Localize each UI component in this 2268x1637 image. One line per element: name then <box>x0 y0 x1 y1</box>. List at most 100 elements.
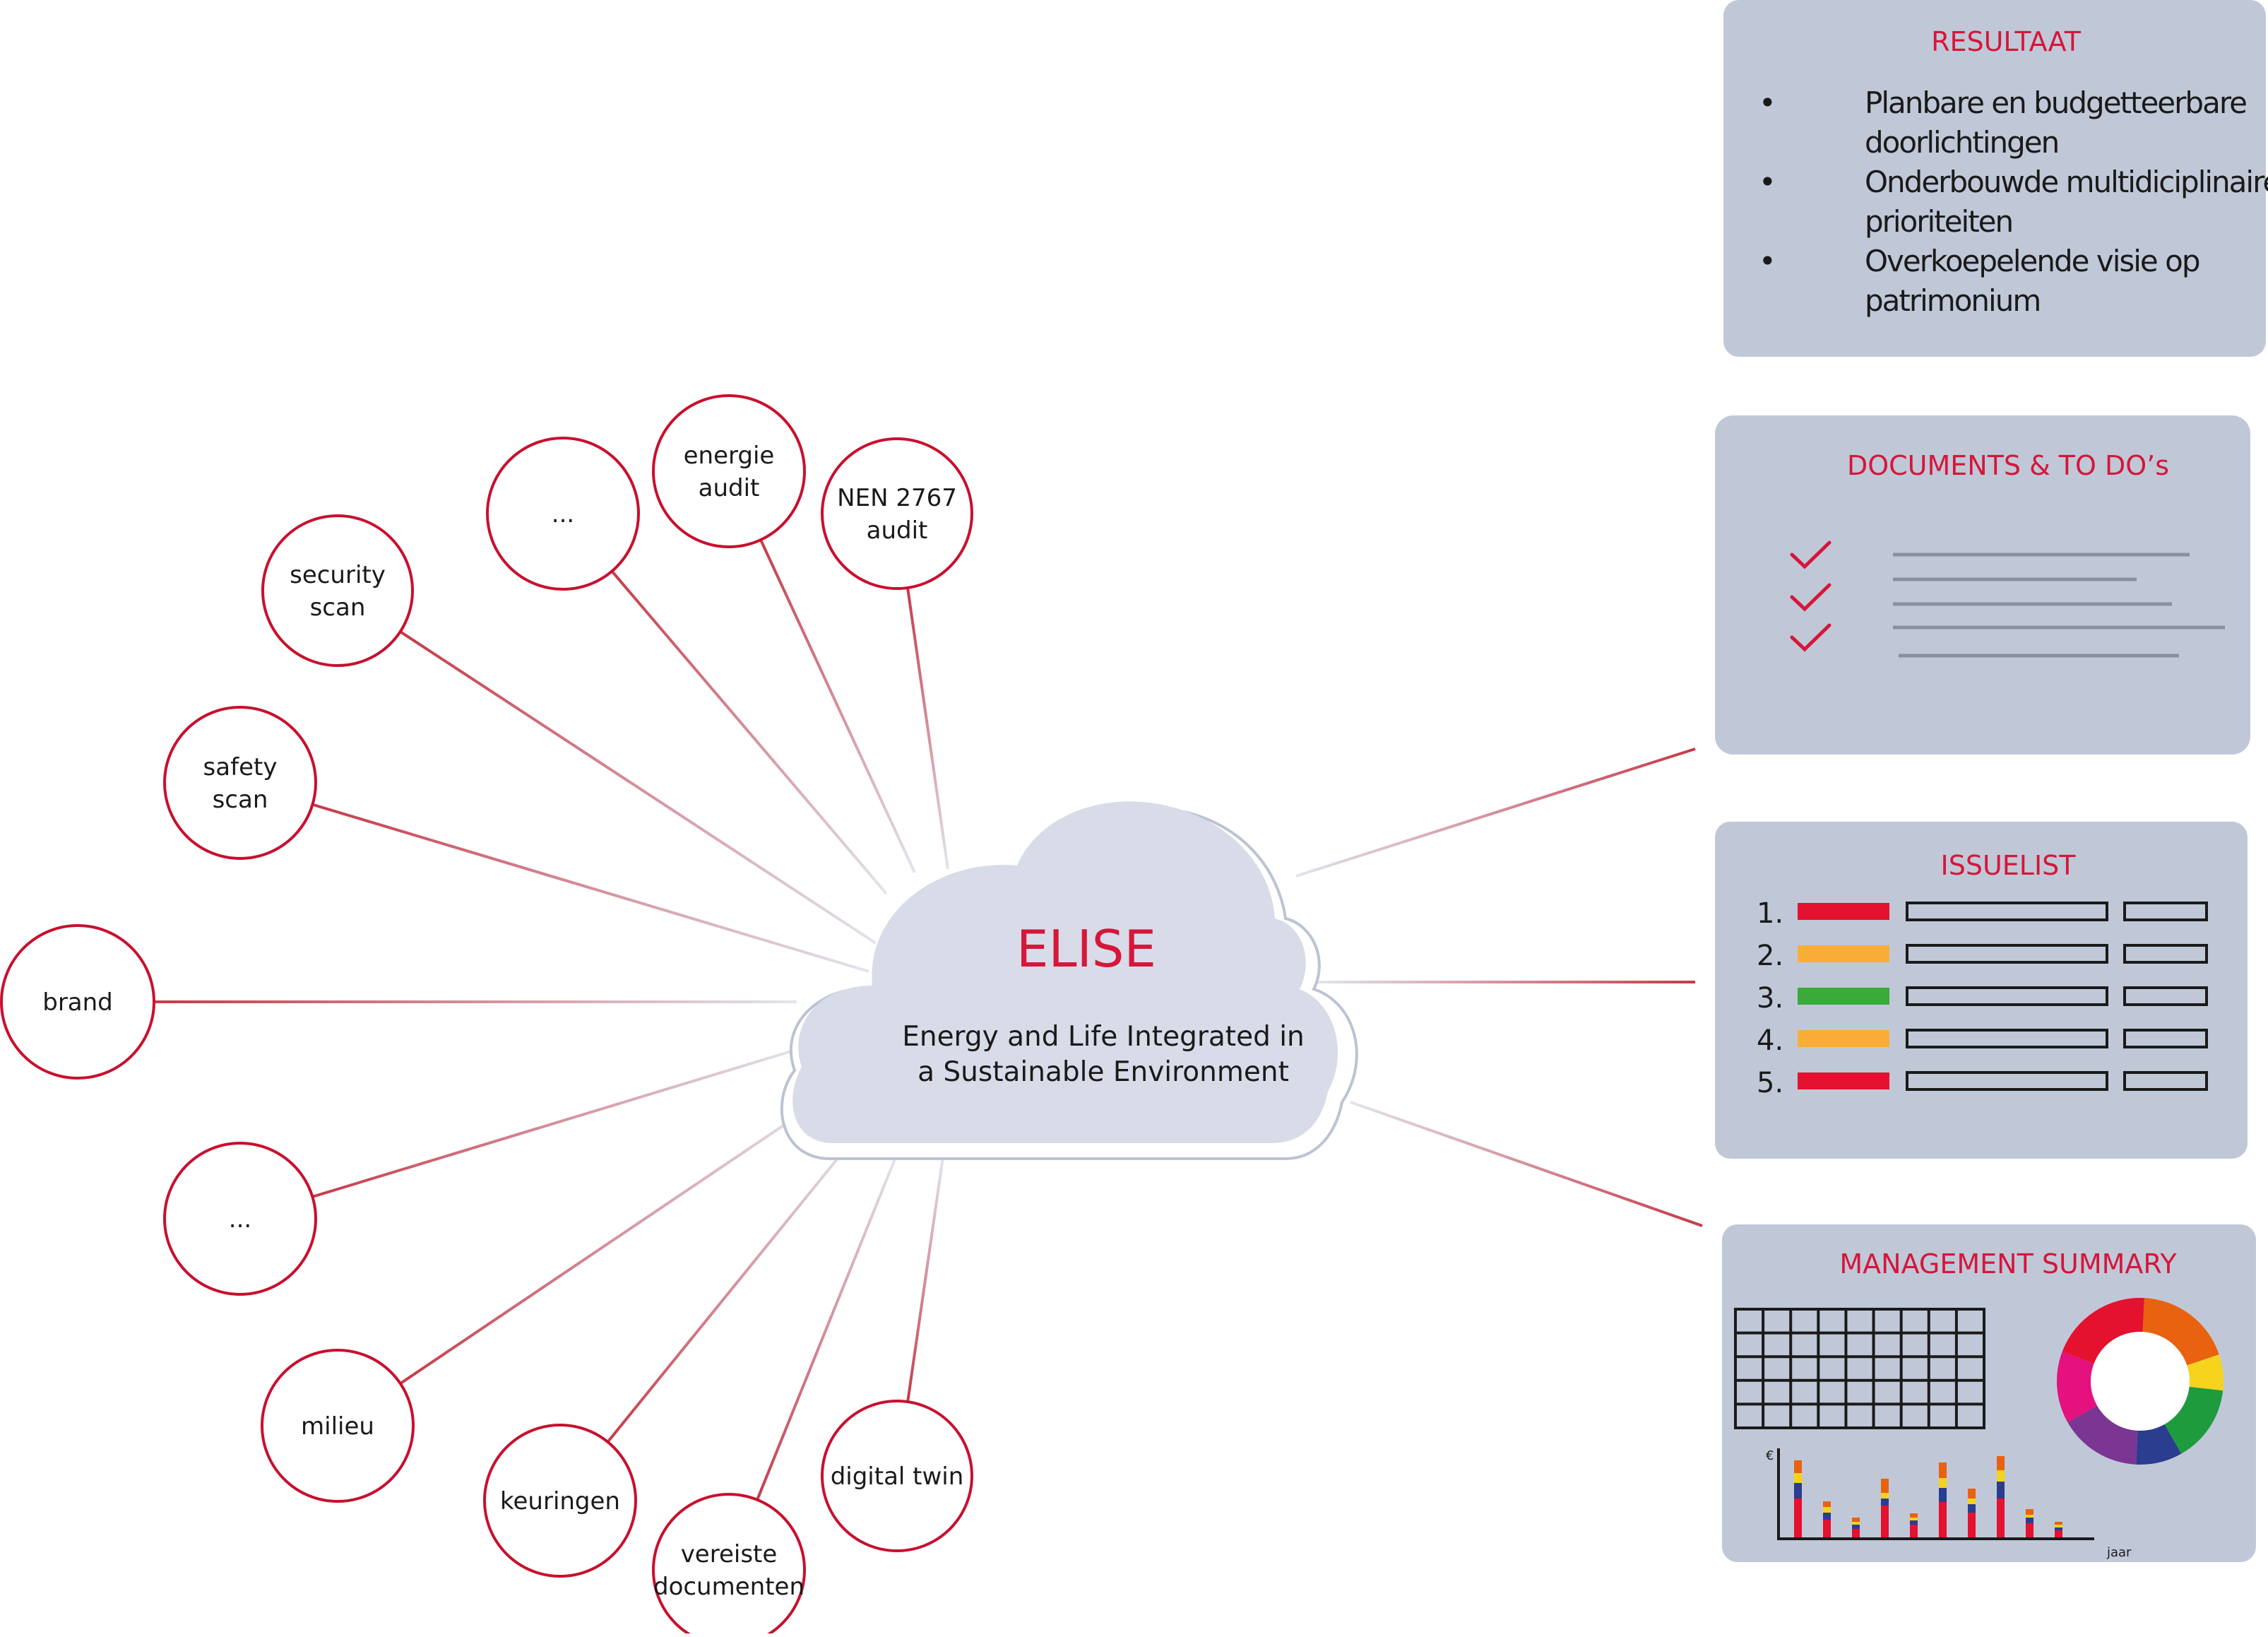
node-circle <box>652 1493 806 1637</box>
panel-issuelist: ISSUELIST 1.2.3.4.5. <box>1715 822 2248 1159</box>
bar-segment <box>1881 1493 1889 1499</box>
bar-segment <box>2026 1515 2034 1518</box>
bar-segment <box>1939 1478 1947 1488</box>
node-circle <box>163 706 317 860</box>
issue-description-box <box>1906 1029 2108 1048</box>
donut-chart <box>2057 1298 2224 1465</box>
bar-segment <box>1968 1513 1976 1537</box>
connector-line-nen-audit <box>906 587 949 870</box>
node-circle <box>261 1349 415 1503</box>
connector-line-digital-twin <box>906 1157 944 1402</box>
node-label: ... <box>229 1205 251 1234</box>
issue-status-box <box>2123 1029 2208 1048</box>
donut-segment <box>2142 1298 2219 1366</box>
grid-outline <box>1734 1308 1985 1429</box>
bar-segment <box>1939 1488 1947 1502</box>
donut-segment <box>2062 1298 2144 1364</box>
bar-segment <box>1910 1520 1918 1525</box>
bar-segment <box>2055 1530 2062 1537</box>
node-circle <box>821 437 973 590</box>
connector-line-security-scan <box>399 630 877 945</box>
bullet-text: prioriteiten <box>1865 204 2012 239</box>
connector-line-ellipsis-bottom <box>311 1048 799 1198</box>
issue-number: 1. <box>1757 897 1783 930</box>
donut-segment <box>2067 1405 2138 1465</box>
bar-chart-y-label: € <box>1766 1448 1774 1463</box>
issue-rows: 1. 2. 3. 4. 5. <box>1757 897 2208 1099</box>
cloud-subtitle-line2: a Sustainable Environment <box>918 1056 1289 1088</box>
node-label: audit <box>699 474 760 502</box>
node-label: digital twin <box>831 1462 964 1491</box>
bar-segment <box>2026 1523 2034 1537</box>
node-brand[interactable]: brand <box>0 924 155 1080</box>
bar-segment <box>1939 1502 1947 1537</box>
node-circle <box>486 437 640 591</box>
node-label: vereiste <box>681 1540 778 1568</box>
node-energie-audit[interactable]: energie audit <box>652 394 806 548</box>
node-ellipsis-bottom[interactable]: ... <box>163 1142 317 1296</box>
bullet-text: Onderbouwde multidiciplinaire <box>1865 165 2268 199</box>
bar-segment <box>1823 1513 1831 1520</box>
node-label: scan <box>213 786 268 814</box>
issue-description-box <box>1906 986 2108 1006</box>
bar-segment <box>2026 1509 2034 1515</box>
node-ellipsis-top[interactable]: ... <box>486 437 640 591</box>
donut-segment <box>2187 1354 2224 1391</box>
node-label: keuringen <box>500 1487 620 1515</box>
bar-segment <box>2055 1525 2062 1527</box>
issue-priority-swatch <box>1798 945 1889 962</box>
issue-row: 3. <box>1757 982 2208 1015</box>
bar-segment <box>1910 1518 1918 1520</box>
node-circle <box>652 394 806 548</box>
bullet-text: Overkoepelende visie op <box>1865 244 2199 278</box>
node-safety-scan[interactable]: safety scan <box>163 706 317 860</box>
checklist <box>1790 540 1831 652</box>
donut-segment <box>2164 1386 2224 1454</box>
bar-chart-x-label: jaar <box>2106 1545 2132 1560</box>
bar-segment <box>1910 1513 1918 1518</box>
connector-line-keuringen <box>606 1136 856 1443</box>
node-circle <box>483 1424 637 1578</box>
node-label: security <box>290 561 386 589</box>
document-lines <box>1893 552 2225 658</box>
node-keuringen[interactable]: keuringen <box>483 1424 637 1578</box>
node-digital-twin[interactable]: digital twin <box>821 1400 973 1552</box>
node-connectors <box>154 539 949 1501</box>
panel-management: MANAGEMENT SUMMARY € jaar <box>1722 1224 2256 1562</box>
bullet-marker: • <box>1759 165 1775 199</box>
cloud-title: ELISE <box>1016 919 1156 979</box>
issue-description-box <box>1906 944 2108 964</box>
panel-connector-line <box>1350 1101 1703 1227</box>
bar-segment <box>2055 1527 2062 1530</box>
issue-number: 3. <box>1757 982 1783 1015</box>
bar-segment <box>1997 1499 2005 1537</box>
node-label: ... <box>552 500 574 528</box>
node-label: safety <box>203 753 278 781</box>
bar-segment <box>1997 1482 2005 1499</box>
issue-row: 2. <box>1757 940 2208 972</box>
issue-number: 2. <box>1757 940 1783 972</box>
issue-status-box <box>2123 902 2208 921</box>
checkmark-icon <box>1790 623 1831 652</box>
bar-segment <box>1881 1479 1889 1493</box>
panel-resultaat-title: RESULTAAT <box>1931 26 2082 57</box>
panel-documents: DOCUMENTS & TO DO’s <box>1715 415 2250 755</box>
bar-segment <box>1968 1504 1976 1513</box>
issue-row: 4. <box>1757 1024 2208 1057</box>
issue-number: 5. <box>1757 1067 1783 1099</box>
elise-cloud: ELISE Energy and Life Integrated in a Su… <box>780 801 1358 1160</box>
panel-documents-bg <box>1715 415 2250 755</box>
issue-status-box <box>2123 986 2208 1006</box>
resultaat-bullet-list: •Planbare en budgetteerbaredoorlichtinge… <box>1759 85 2268 318</box>
panel-management-title: MANAGEMENT SUMMARY <box>1839 1248 2177 1280</box>
bar-segment <box>2026 1518 2034 1523</box>
panel-connector-line <box>1295 747 1696 877</box>
issue-description-box <box>1906 902 2108 921</box>
node-label: energie <box>684 442 775 470</box>
node-milieu[interactable]: milieu <box>261 1349 415 1503</box>
issue-priority-swatch <box>1798 1030 1889 1047</box>
